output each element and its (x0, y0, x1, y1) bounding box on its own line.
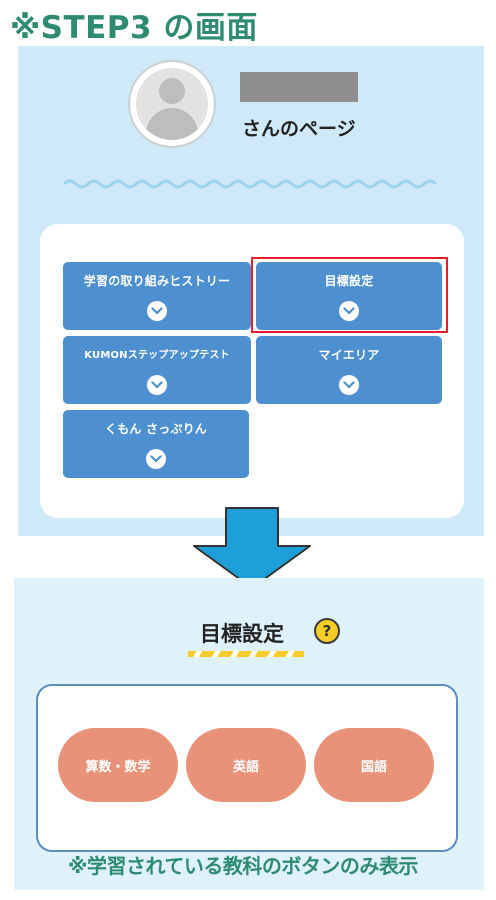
chevron-down-circle-icon (339, 375, 359, 395)
menu-item-label: KUMONステップアップテスト (84, 350, 230, 361)
menu-card: 学習の取り組みヒストリー 目標設定 KUMONステップアップテスト マイエリア (40, 224, 464, 518)
menu-item-label: 学習の取り組みヒストリー (83, 274, 231, 288)
menu-item-label: 目標設定 (324, 274, 374, 288)
user-avatar-icon (128, 60, 216, 148)
chevron-down-circle-icon (147, 301, 167, 321)
my-page-panel: さんのページ 学習の取り組みヒストリー 目標設定 KUMONステップアップテスト… (18, 46, 484, 536)
step-title: ※STEP3 の画面 (10, 10, 258, 46)
goal-setting-panel: 目標設定 ? 算数・数学 英語 国語 (14, 578, 484, 890)
menu-item-goal-setting[interactable]: 目標設定 (256, 262, 442, 330)
subject-selector: 算数・数学 英語 国語 (36, 684, 458, 852)
chevron-down-circle-icon (146, 449, 166, 469)
subject-button-english[interactable]: 英語 (186, 728, 306, 802)
menu-item-label: くもん さっぷりん (105, 422, 207, 436)
subject-button-math[interactable]: 算数・数学 (58, 728, 178, 802)
chevron-down-circle-icon (339, 301, 359, 321)
menu-item-stepup-test[interactable]: KUMONステップアップテスト (63, 336, 251, 404)
highlight-frame (251, 257, 448, 333)
title-underline (188, 651, 304, 657)
avatar-head (159, 78, 185, 104)
down-arrow-icon (193, 507, 311, 589)
section-title: 目標設定 (200, 622, 284, 646)
menu-item-my-area[interactable]: マイエリア (256, 336, 442, 404)
wave-divider (64, 179, 438, 189)
chevron-down-circle-icon (147, 375, 167, 395)
menu-item-history[interactable]: 学習の取り組みヒストリー (63, 262, 251, 330)
menu-item-label: マイエリア (318, 348, 380, 362)
footnote: ※学習されている教科のボタンのみ表示 (68, 854, 418, 878)
page-label: さんのページ (242, 118, 356, 140)
avatar-placeholder (136, 68, 208, 140)
question-circle-icon[interactable]: ? (314, 618, 340, 644)
menu-item-kumon-sapurin[interactable]: くもん さっぷりん (63, 410, 249, 478)
redacted-username (240, 72, 358, 102)
avatar-body (146, 108, 198, 140)
subject-button-japanese[interactable]: 国語 (314, 728, 434, 802)
